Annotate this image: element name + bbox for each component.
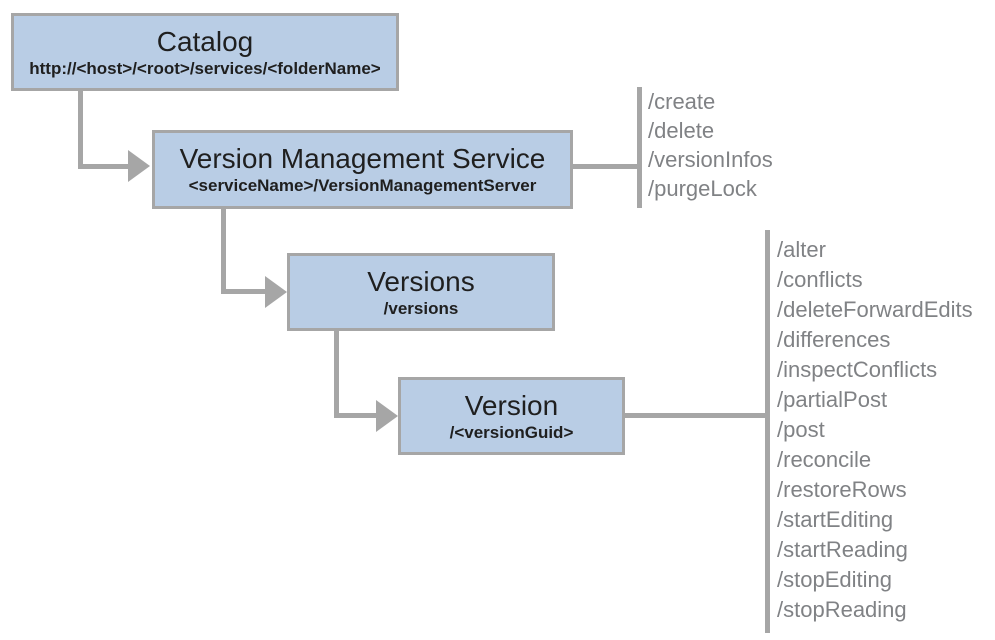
node-catalog-title: Catalog [156, 25, 254, 57]
node-catalog: Catalog http://<host>/<root>/services/<f… [11, 13, 399, 91]
node-vms-title: Version Management Service [179, 143, 546, 174]
connector-versions-version-vertical [334, 331, 339, 418]
node-version: Version /<versionGuid> [398, 377, 625, 455]
connector-catalog-vms-vertical [78, 91, 83, 168]
operation-item: /startReading [777, 537, 908, 562]
operation-item: /reconcile [777, 447, 872, 472]
node-version-title: Version [464, 389, 559, 421]
arrowhead-right-icon [376, 400, 398, 432]
operation-item: /stopEditing [777, 567, 892, 592]
bracket-version-operations-vertical [765, 230, 770, 633]
arrowhead-right-icon [128, 150, 150, 182]
operation-item: /versionInfos [648, 147, 773, 172]
node-vms-url: <serviceName>/VersionManagementServer [188, 176, 537, 195]
operation-item: /stopReading [777, 597, 907, 622]
node-version-management-service: Version Management Service <serviceName>… [152, 130, 573, 209]
connector-versions-version-horizontal [334, 413, 376, 418]
operation-item: /partialPost [777, 387, 888, 412]
version-operations-list: /alter/conflicts/deleteForwardEdits/diff… [777, 235, 973, 625]
operation-item: /differences [777, 327, 891, 352]
node-version-url: /<versionGuid> [449, 422, 574, 442]
node-versions-title: Versions [367, 265, 475, 297]
vms-operations-list: /create/delete/versionInfos/purgeLock [648, 87, 773, 203]
operation-item: /create [648, 89, 716, 114]
connector-catalog-vms-horizontal [78, 164, 128, 169]
node-catalog-url: http://<host>/<root>/services/<folderNam… [29, 58, 381, 78]
operation-item: /deleteForwardEdits [777, 297, 973, 322]
connector-vms-versions-vertical [221, 209, 226, 294]
operation-item: /purgeLock [648, 176, 757, 201]
operation-item: /restoreRows [777, 477, 907, 502]
node-versions-url: /versions [383, 298, 459, 318]
node-versions: Versions /versions [287, 253, 555, 331]
operation-item: /conflicts [777, 267, 863, 292]
operation-item: /inspectConflicts [777, 357, 938, 382]
operation-item: /post [777, 417, 825, 442]
connector-vms-versions-horizontal [221, 289, 265, 294]
bracket-vms-operations-vertical [637, 87, 642, 208]
arrowhead-right-icon [265, 276, 287, 308]
operation-item: /alter [777, 237, 826, 262]
operation-item: /startEditing [777, 507, 894, 532]
bracket-vms-operations-horizontal [573, 164, 642, 169]
bracket-version-operations-horizontal [625, 413, 770, 418]
operation-item: /delete [648, 118, 715, 143]
